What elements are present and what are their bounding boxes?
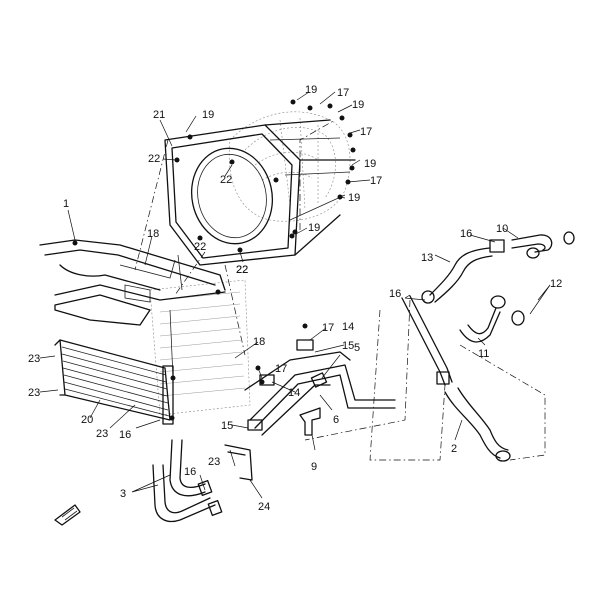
callout-label: 23 — [96, 428, 108, 440]
callout-label: 14 — [288, 387, 300, 399]
callout-label: 19 — [202, 109, 214, 121]
callout-label: 15 — [342, 340, 354, 352]
callout-label: 11 — [478, 348, 489, 360]
callout-label: 19 — [364, 158, 376, 170]
callout-label: 9 — [311, 461, 317, 473]
bracket-9 — [299, 407, 321, 436]
radiator-ghost — [149, 279, 251, 416]
callout-label: 19 — [348, 192, 360, 204]
callout-label: 19 — [308, 222, 320, 234]
callout-label: 6 — [333, 414, 339, 426]
hose-2 — [444, 387, 511, 462]
callout-label: 14 — [342, 321, 354, 333]
callout-label: 17 — [370, 175, 382, 187]
callout-label: 18 — [253, 336, 265, 348]
hose-13 — [421, 239, 505, 304]
hose-3 — [152, 439, 223, 523]
callout-label: 22 — [236, 264, 248, 276]
callout-label: 22 — [236, 264, 248, 276]
callout-label: 19 — [305, 84, 317, 96]
callout-labels: 1 2 3 5 6 9 10 11 12 13 14 14 15 15 16 1… — [28, 84, 562, 513]
callout-label: 23 — [208, 456, 220, 468]
callout-label: 19 — [352, 99, 364, 111]
callout-label: 24 — [258, 501, 270, 513]
callout-label: 13 — [421, 252, 433, 264]
callout-label: 3 — [120, 488, 126, 500]
callout-label: 1 — [63, 198, 69, 210]
callout-label: 5 — [354, 342, 360, 354]
bracket-24 — [224, 444, 253, 481]
assembly-lines — [134, 119, 546, 461]
callout-label: 21 — [153, 109, 165, 121]
callout-label: 10 — [496, 223, 508, 235]
callout-label: 2 — [451, 443, 457, 455]
bracket-frame — [39, 239, 226, 326]
callout-label: 17 — [275, 363, 287, 375]
callout-label: 23 — [28, 387, 40, 399]
callout-label: 16 — [460, 228, 472, 240]
callout-label: 22 — [194, 241, 206, 253]
callout-label: 17 — [360, 126, 372, 138]
pipes-5-6 — [244, 323, 396, 436]
callout-label: 17 — [322, 322, 334, 334]
front-arrow-icon — [54, 504, 81, 526]
callout-label: 12 — [550, 278, 562, 290]
leader-lines — [39, 91, 551, 499]
hose-11 — [459, 295, 525, 343]
oil-cooler — [54, 339, 176, 425]
callout-label: 22 — [220, 174, 232, 186]
callout-label: 22 — [148, 153, 160, 165]
callout-label: 16 — [119, 429, 131, 441]
callout-label: 17 — [337, 87, 349, 99]
callout-label: 18 — [147, 228, 159, 240]
callout-label: 16 — [389, 288, 401, 300]
callout-label: 16 — [184, 466, 196, 478]
callout-label: 15 — [221, 420, 233, 432]
pipe-16-long — [401, 295, 453, 386]
callout-label: 20 — [81, 414, 93, 426]
hose-10 — [511, 231, 575, 259]
callout-label: 23 — [28, 353, 40, 365]
fan-shroud — [164, 119, 356, 266]
